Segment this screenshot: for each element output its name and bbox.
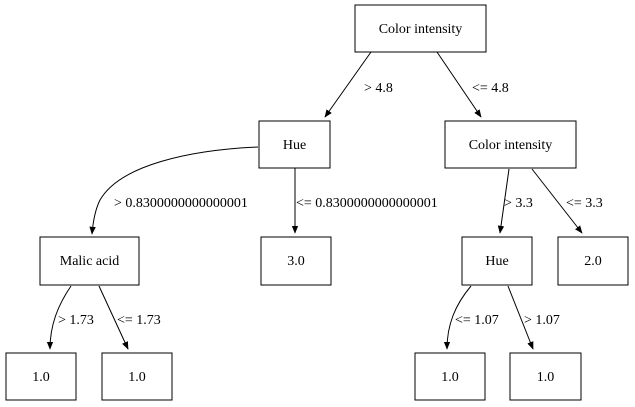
node-label-leaf-malic-gt: 1.0 — [32, 370, 50, 385]
node-label-leaf-malic-le: 1.0 — [128, 370, 146, 385]
edge-hue-gt: > 1.07 — [507, 285, 560, 350]
edge-label-ci-to-hue: > 3.3 — [504, 196, 533, 211]
edge-label-hue-le: <= 1.07 — [455, 313, 499, 328]
node-label-ci-right: Color intensity — [469, 138, 553, 153]
edge-label-malic-gt: > 1.73 — [58, 313, 94, 328]
edge-label-root-to-hue: > 4.8 — [364, 81, 393, 96]
node-label-hue-right: Hue — [485, 254, 508, 269]
edge-root-to-hue: > 4.8 — [324, 51, 393, 118]
edge-root-to-color-intensity: <= 4.8 — [436, 51, 509, 118]
node-hue-left: Hue — [258, 120, 331, 169]
node-leaf-2-0: 2.0 — [557, 236, 629, 286]
edge-label-hue-to-leaf-3: <= 0.8300000000000001 — [296, 196, 438, 211]
edge-hue-to-malic-acid: > 0.8300000000000001 — [89, 146, 259, 235]
node-label-malic-acid: Malic acid — [60, 254, 119, 269]
node-root-color-intensity: Color intensity — [354, 4, 487, 53]
edge-hue-to-leaf-3: <= 0.8300000000000001 — [291, 168, 438, 234]
node-leaf-3-0: 3.0 — [260, 236, 332, 286]
edge-hue-le: <= 1.07 — [443, 285, 499, 350]
edge-malic-gt: > 1.73 — [46, 285, 94, 350]
edge-label-ci-to-leaf-2: <= 3.3 — [566, 196, 603, 211]
edge-label-hue-gt: > 1.07 — [524, 313, 560, 328]
node-hue-right: Hue — [461, 236, 533, 286]
edge-label-hue-to-malic-acid: > 0.8300000000000001 — [114, 196, 248, 211]
node-label-leaf-2-0: 2.0 — [584, 254, 602, 269]
node-malic-acid: Malic acid — [39, 236, 140, 286]
node-leaf-malic-gt: 1.0 — [5, 352, 77, 401]
node-label-leaf-hue-le: 1.0 — [441, 370, 459, 385]
edge-ci-to-hue: > 3.3 — [497, 168, 533, 234]
node-color-intensity-right: Color intensity — [444, 120, 577, 169]
edge-label-root-to-color-intensity: <= 4.8 — [472, 81, 509, 96]
edge-ci-to-leaf-2: <= 3.3 — [531, 168, 603, 234]
node-leaf-hue-gt: 1.0 — [509, 352, 582, 401]
edge-label-malic-le: <= 1.73 — [117, 313, 161, 328]
node-label-leaf-hue-gt: 1.0 — [537, 370, 555, 385]
node-label-root: Color intensity — [379, 22, 463, 37]
node-label-hue-left: Hue — [283, 138, 306, 153]
node-label-leaf-3-0: 3.0 — [287, 254, 305, 269]
node-leaf-hue-le: 1.0 — [414, 352, 486, 401]
edge-malic-le: <= 1.73 — [98, 285, 161, 350]
node-leaf-malic-le: 1.0 — [101, 352, 173, 401]
